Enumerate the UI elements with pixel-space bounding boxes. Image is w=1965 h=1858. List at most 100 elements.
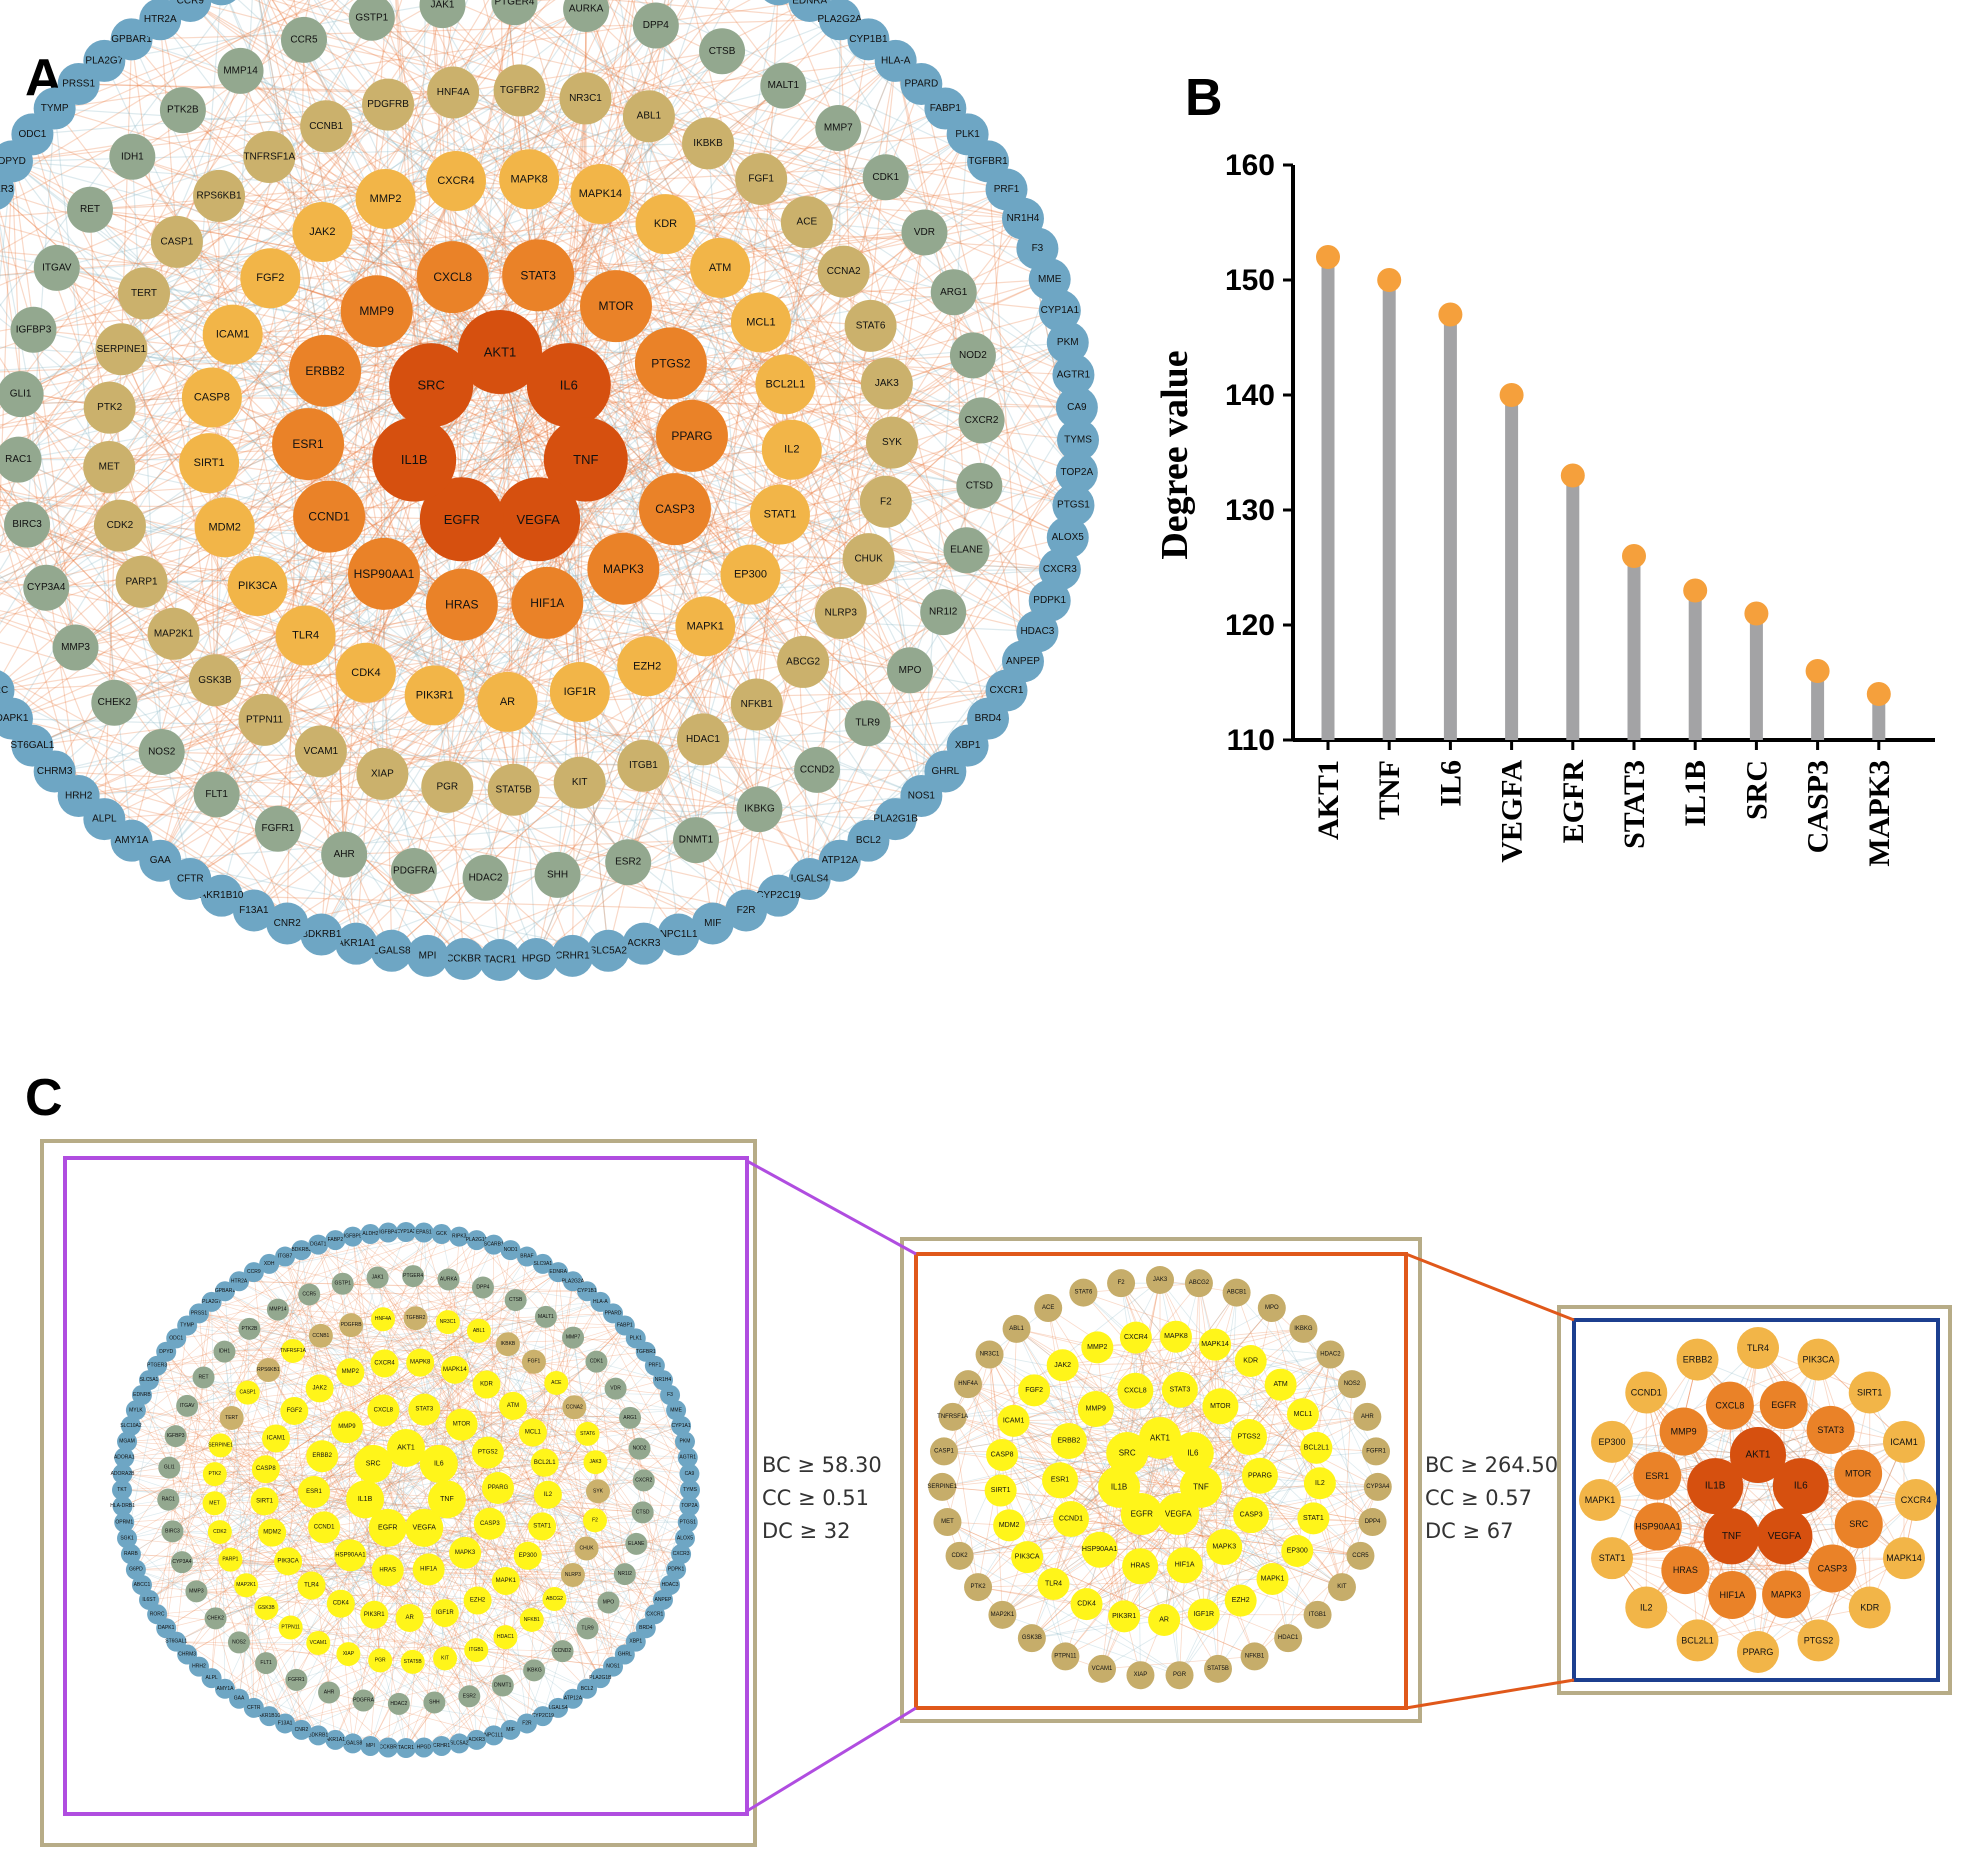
node-label: CASP3 [655,502,695,516]
network-node: ACKR3 [622,922,665,965]
node-circle [280,1396,309,1425]
network-node: SGK1 [117,1528,138,1549]
node-label: HTR2A [231,1278,248,1284]
network-edge [0,396,212,406]
network-edge [624,1425,682,1655]
node-label: SIRT1 [1857,1388,1882,1398]
node-label: AKR1B10 [200,890,244,901]
network-edge [287,1294,310,1562]
node-circle [1625,1586,1668,1629]
network-edge [507,574,751,703]
network-node: ACE [544,1370,569,1395]
node-circle [1052,1501,1089,1538]
network-edge [247,1392,255,1708]
node-circle [548,1697,569,1718]
node-label: PPARD [605,1310,622,1316]
network-edge [219,1369,269,1533]
network-edge [1101,1513,1143,1669]
node-label: VEGFA [1165,1510,1192,1519]
network-edge [614,0,974,356]
network-node: MAPK8 [499,149,560,210]
node-label: EDNRA [549,1269,567,1275]
node-label: NLRP3 [825,607,858,618]
node-circle [306,1630,331,1655]
network-edge [1013,1420,1072,1520]
node-label: NOS2 [1344,1381,1361,1387]
node-label: MTOR [1845,1469,1872,1479]
node-label: MME [1038,274,1062,285]
network-edge [1009,1486,1202,1526]
network-edge [594,1410,677,1521]
node-label: BCL2L1 [1681,1635,1714,1645]
network-node: MPO [887,647,934,694]
node-label: KIT [572,777,588,788]
network-edge [1016,1328,1120,1488]
network-node: MMP9 [1659,1407,1708,1456]
network-edge [1254,1486,1379,1657]
network-edge [257,60,897,587]
network-node: ATP12A [562,1688,583,1709]
network-edge [0,303,110,468]
network-node: LGALS8 [370,929,413,972]
network-edge [423,1409,529,1556]
network-node: ESR1 [298,1476,331,1509]
node-label: RAC1 [162,1497,176,1503]
network-node: STAT3 [1161,1371,1198,1408]
network-node: HSP90AA1 [1633,1502,1682,1551]
node-circle [234,1573,259,1598]
network-node: ALDH2 [360,1224,381,1245]
node-circle [949,332,996,379]
network-node: AGTR1 [677,1447,698,1468]
node-circle [928,1472,957,1501]
node-circle [1358,1508,1387,1537]
network-node: CYP1A2 [396,1222,416,1242]
node-circle [117,1431,138,1452]
network-edge [1179,1383,1353,1676]
node-circle [625,1532,648,1555]
node-circle [259,1706,280,1727]
network-node: KIT [433,1646,458,1671]
network-edge [220,311,378,896]
node-label: PLA2G2A [817,14,862,25]
node-label: TGFBR1 [636,1349,656,1355]
network-edge [615,305,1078,474]
node-circle [425,150,486,211]
node-circle [291,1719,312,1740]
network-node: ABCG2 [777,635,830,688]
network-node: FGF1 [521,1349,546,1374]
node-circle [929,1437,958,1466]
network-node: AHR [321,831,368,878]
node-label: RPS6KB1 [257,1367,280,1373]
node-label: NOS2 [148,746,176,757]
network-node: CA9 [679,1463,700,1484]
node-label: EPAS1 [416,1230,432,1236]
network-edge [642,442,893,767]
node-label: AR [1159,1616,1169,1623]
node-circle [466,1230,487,1251]
node-label: SYK [593,1488,604,1494]
network-node: PTGER4 [402,1265,425,1288]
network-edge [387,1316,547,1748]
node-label: ANPEP [654,1597,672,1603]
network-node: MYLK [125,1400,146,1421]
node-label: MMP9 [1671,1427,1697,1437]
network-node: IGFBP3 [164,1425,187,1448]
node-circle [605,839,652,886]
network-edge [253,1553,682,1709]
node-circle [690,237,751,298]
network-node: MMP14 [217,47,264,94]
network-edge [447,1322,477,1740]
node-circle [207,1520,232,1545]
x-tick-label: STAT3 [1618,760,1651,849]
network-edge [615,306,648,667]
node-circle [335,922,378,965]
network-edge [33,89,520,331]
network-node: RPS6KB1 [256,1358,281,1383]
network-node: MAPK1 [1256,1562,1289,1595]
network-node: PIK3CA [1797,1338,1840,1381]
network-node: JAK3 [583,1450,608,1475]
network-edge [1009,1486,1202,1526]
network-node: IKBKB [682,117,735,170]
network-edge [328,516,345,855]
network-node: EP300 [1281,1534,1314,1567]
